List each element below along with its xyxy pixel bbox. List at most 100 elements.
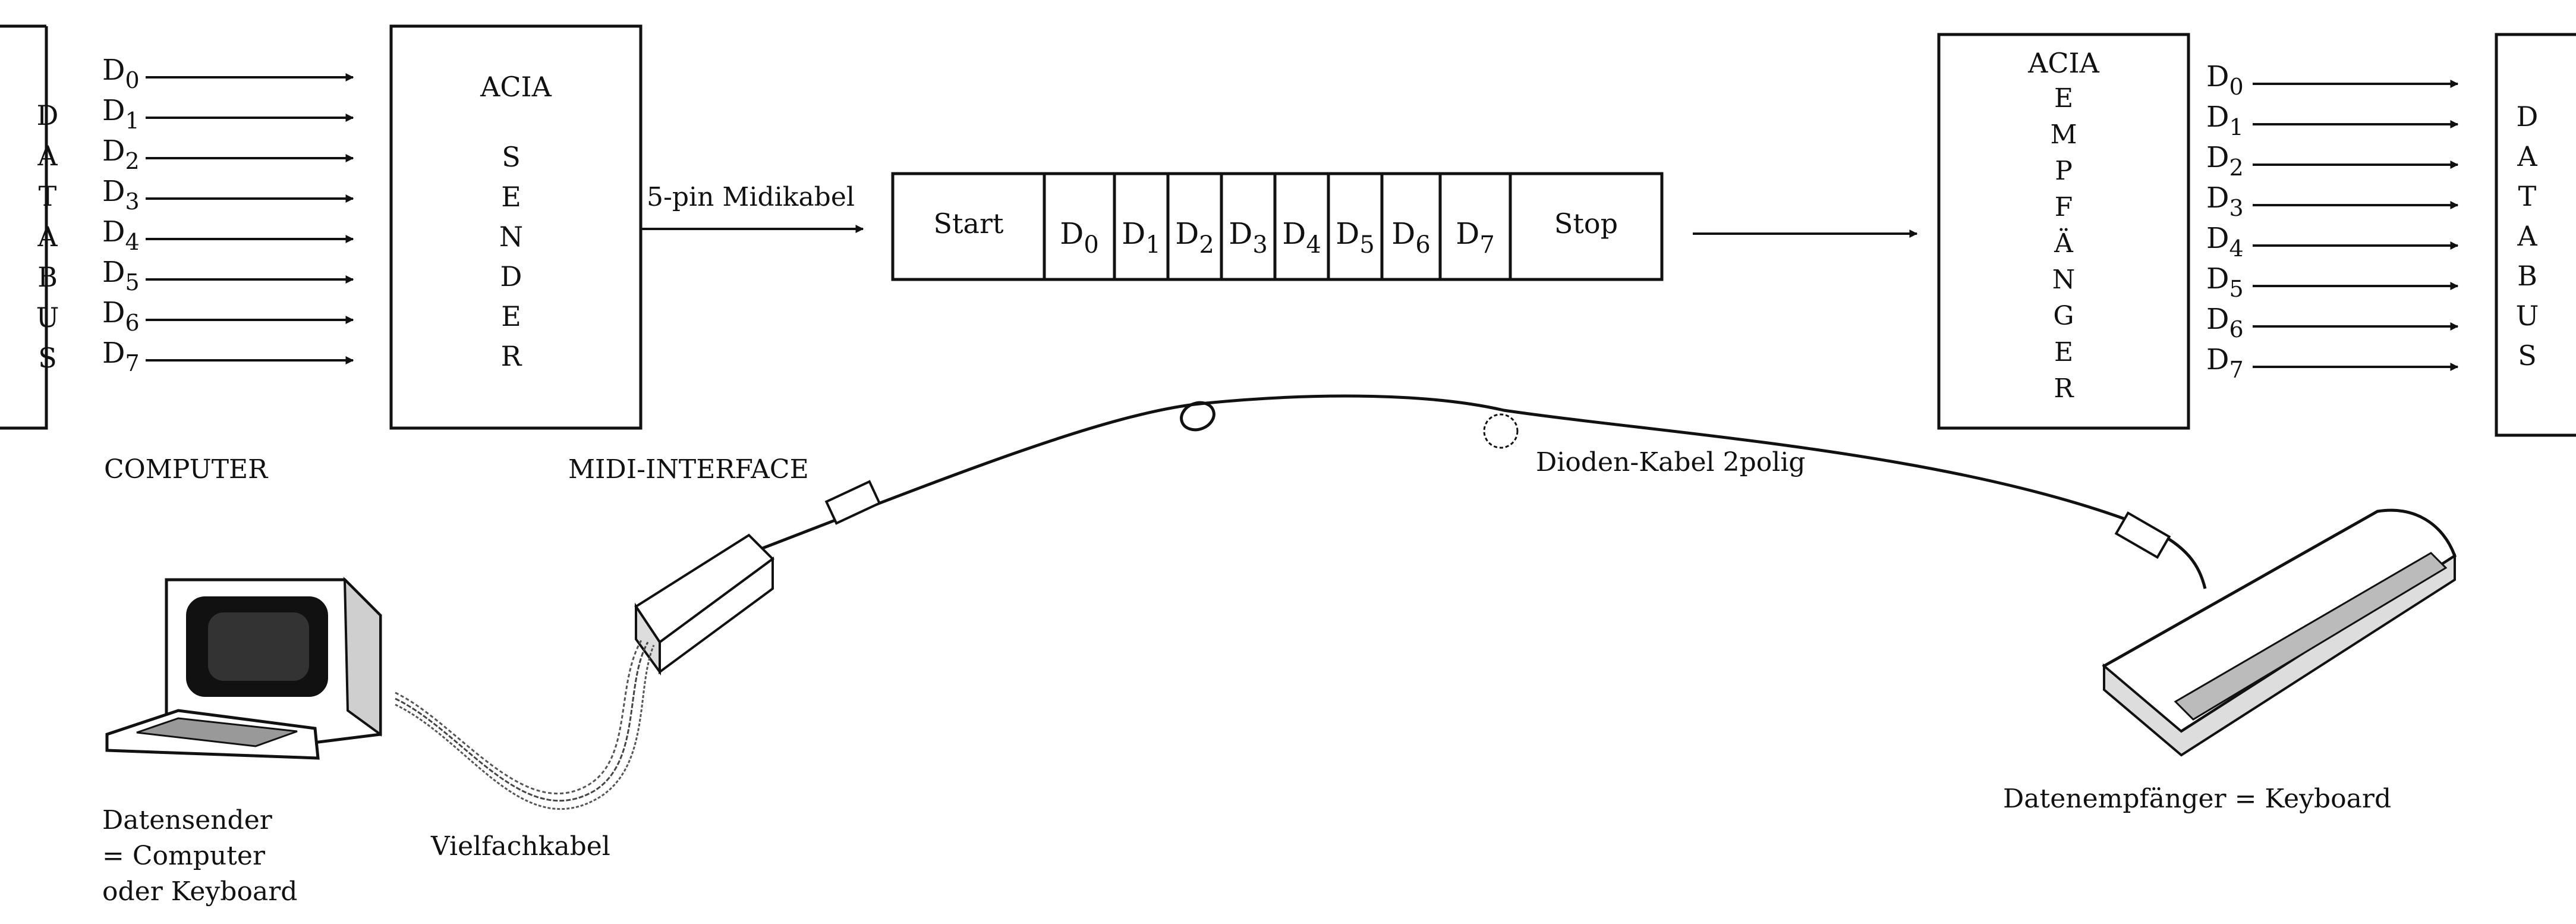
frame-cell-label: D2	[1175, 216, 1214, 259]
frame-cell	[1380, 172, 1442, 281]
computer-illustration	[105, 577, 382, 760]
frame-cell-label: D4	[1282, 216, 1321, 259]
acia-sender-box	[389, 24, 643, 430]
acia-receiver-letter: Ä	[2054, 227, 2074, 259]
datenempfaenger-label: Datenempfänger = Keyboard	[2003, 784, 2391, 814]
long-cable	[757, 394, 2207, 589]
datensender-line-1: Datensender	[102, 805, 273, 835]
acia-sender-letter: E	[501, 181, 521, 213]
sender-line-label: D6	[102, 296, 140, 336]
receiver-line-label: D2	[2206, 141, 2244, 181]
sender-line-label: D0	[102, 54, 140, 93]
sender-line-label: D3	[102, 175, 140, 215]
left-databus-letter: U	[36, 301, 59, 334]
frame-cell	[1327, 172, 1384, 281]
connector-plug-left	[824, 480, 881, 525]
sender-line-label: D1	[102, 94, 140, 134]
right-databus-letter: A	[2517, 140, 2537, 172]
midi-interface-label: MIDI-INTERFACE	[568, 454, 809, 485]
interface-front-face	[659, 557, 774, 674]
left-databus-letter: A	[37, 221, 58, 253]
frame-cell-label: D7	[1456, 216, 1495, 259]
midi-cable-label: 5-pin Midikabel	[647, 182, 855, 212]
cable-loop-1	[1180, 401, 1215, 432]
receiver-line-label: D6	[2206, 303, 2244, 342]
sender-line-label: D2	[102, 134, 140, 174]
frame-cell-label: D3	[1229, 216, 1268, 259]
receiver-line-label: D4	[2206, 222, 2244, 262]
acia-receiver-letter: N	[2052, 265, 2076, 295]
computer-label: COMPUTER	[104, 454, 269, 485]
midi-interface-device	[634, 533, 775, 676]
left-databus-letter: D	[37, 99, 59, 131]
serial-frame: Start D0 D1 D2 D3 D4 D5 D6 D7 Stop	[891, 172, 1664, 281]
receiver-line-label: D7	[2206, 343, 2244, 383]
right-databus-letter: D	[2517, 100, 2539, 133]
left-databus-letter: S	[38, 342, 57, 374]
receiver-line-label: D3	[2206, 181, 2244, 221]
right-databus-letter: A	[2517, 220, 2537, 252]
receiver-line-label: D5	[2206, 262, 2244, 302]
acia-receiver-letter: R	[2054, 373, 2074, 404]
acia-sender-letter: E	[501, 300, 521, 332]
frame-cell-label: Start	[934, 208, 1004, 240]
acia-receiver-box	[1937, 33, 2190, 430]
frame-cell-label: D5	[1336, 216, 1375, 259]
cable-loop-2	[1483, 413, 1519, 449]
acia-sender-title: ACIA	[480, 71, 552, 103]
computer-keys	[136, 717, 298, 747]
sender-line-label: D7	[102, 337, 140, 376]
datensender-line-2: = Computer	[102, 841, 266, 871]
receiver-line-label: D0	[2206, 60, 2244, 100]
frame-cell-label: D1	[1122, 216, 1161, 259]
right-databus-letter: S	[2518, 340, 2537, 372]
datensender-line-3: oder Keyboard	[102, 876, 297, 907]
acia-sender-letter: R	[501, 340, 522, 372]
right-databus-bracket	[2495, 33, 2576, 437]
right-databus-letter: B	[2517, 260, 2537, 292]
vielfachkabel-label: Vielfachkabel	[430, 831, 610, 862]
acia-receiver-title: ACIA	[2027, 47, 2100, 79]
left-databus-letter: T	[39, 180, 57, 212]
acia-receiver-letter: P	[2055, 156, 2073, 186]
frame-cell-label: Stop	[1554, 208, 1618, 240]
acia-receiver-letter: G	[2053, 301, 2074, 331]
frame-cell	[1273, 172, 1330, 281]
frame-cell	[891, 172, 1046, 281]
left-databus-bracket	[0, 24, 48, 430]
frame-cell	[1509, 172, 1664, 281]
frame-cell-label: D6	[1391, 216, 1431, 259]
keyboard-keys	[2174, 552, 2448, 721]
sender-line-label: D4	[102, 215, 140, 255]
frame-cell	[1438, 172, 1512, 281]
receiver-line-label: D1	[2206, 100, 2244, 140]
acia-sender-letter: D	[500, 260, 522, 293]
frame-cell	[1220, 172, 1277, 281]
right-databus-letter: U	[2516, 300, 2539, 332]
acia-sender-letter: N	[499, 221, 523, 253]
datensender-label: Datensender = Computer oder Keyboard	[102, 805, 297, 907]
keyboard-illustration	[2102, 508, 2457, 757]
left-databus-letter: A	[37, 140, 58, 172]
keyboard-front	[2103, 554, 2456, 757]
sender-line-label: D5	[102, 256, 140, 296]
acia-receiver-letter: E	[2054, 83, 2073, 114]
cable-path	[757, 394, 2207, 589]
right-databus-letter: T	[2518, 180, 2537, 212]
left-databus-letter: B	[37, 261, 58, 293]
connector-plug-right	[2114, 511, 2171, 560]
dioden-kabel-label: Dioden-Kabel 2polig	[1536, 447, 1806, 477]
acia-sender-letter: S	[502, 141, 521, 173]
multicore-cable	[395, 639, 655, 810]
acia-receiver-letter: M	[2050, 120, 2077, 150]
acia-receiver-letter: E	[2054, 337, 2073, 367]
frame-cell-label: D0	[1060, 216, 1099, 259]
